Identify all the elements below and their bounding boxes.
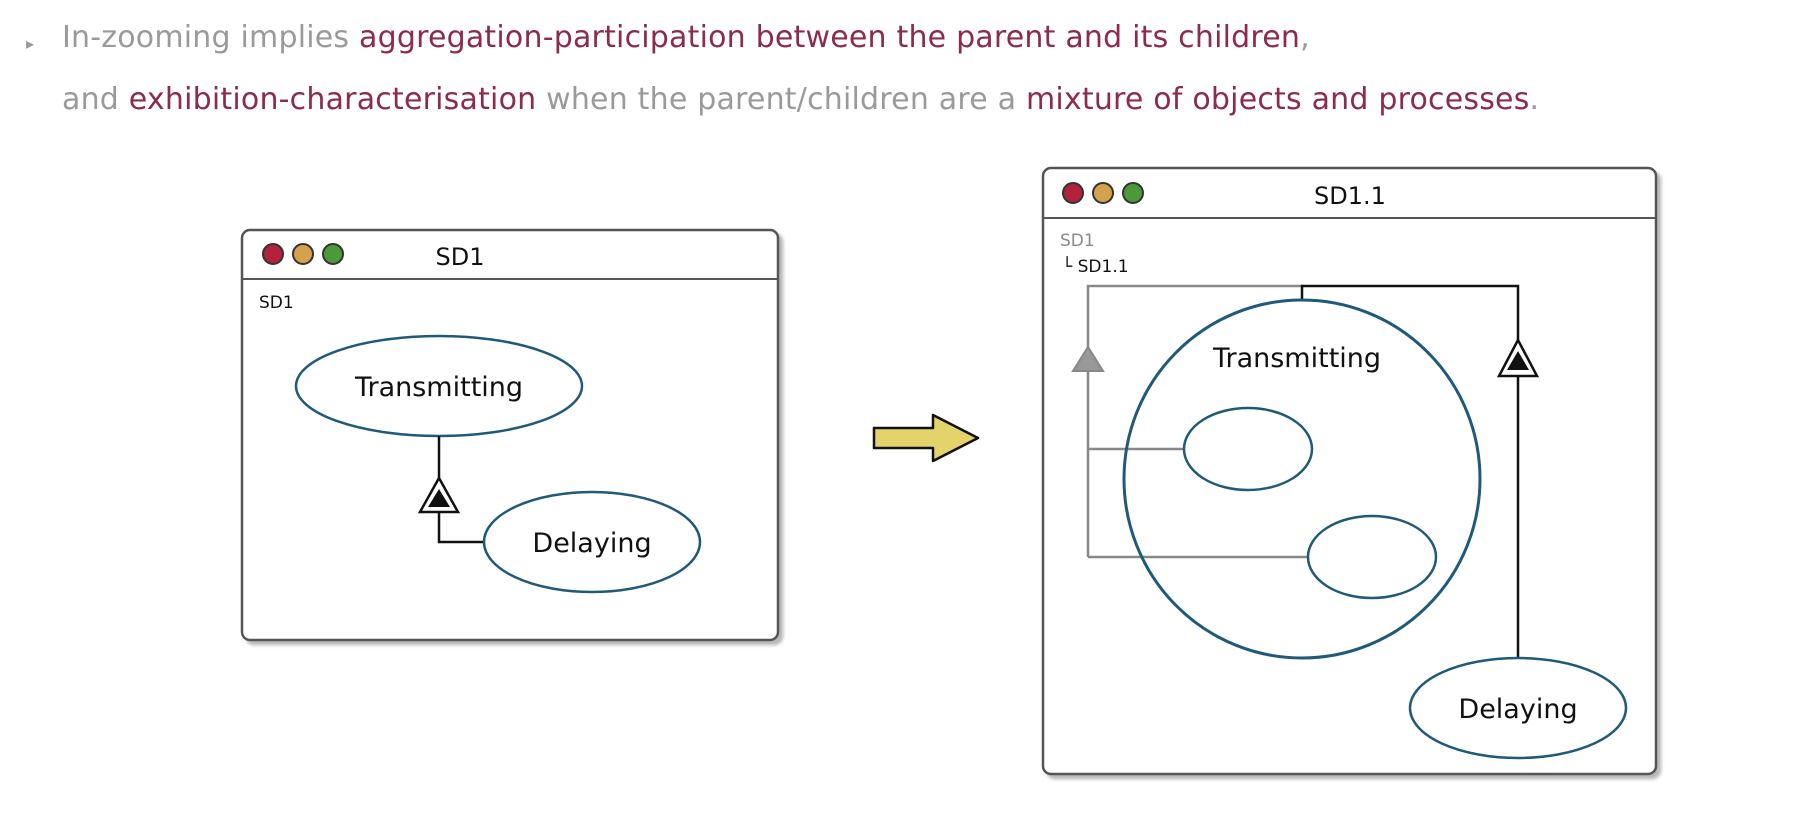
sd1-1-minimize-dot-icon <box>1092 182 1114 204</box>
sd1-1-process-delaying <box>1408 656 1628 760</box>
sd1-1-process-transmitting <box>1122 298 1482 660</box>
sd1-window-title: SD1 <box>436 243 485 271</box>
line1-part1: In-zooming implies <box>62 20 359 55</box>
sd1-close-dot-icon <box>262 243 284 265</box>
zoom-arrow-icon <box>872 413 980 463</box>
sd1-1-exhibition-link-top <box>1086 284 1302 352</box>
sd1-1-subprocess-1 <box>1182 406 1314 492</box>
sd1-1-close-dot-icon <box>1062 182 1084 204</box>
sd1-process-delaying <box>482 490 702 594</box>
line2-part3: . <box>1529 82 1540 117</box>
line2-highlight-2: mixture of objects and processes <box>1025 82 1530 117</box>
sd1-1-breadcrumb-child: └ SD1.1 <box>1062 256 1129 277</box>
sd1-1-process-transmitting-label: Transmitting <box>1212 343 1381 374</box>
line2-part2: when the parent/children are a <box>536 82 1026 117</box>
sd1-1-breadcrumb-parent: SD1 <box>1060 231 1095 251</box>
sd1-window-frame <box>240 228 780 642</box>
sd1-aggregation-triangle-inner-icon <box>428 489 450 507</box>
sd1-1-aggregation-triangle-inner-icon <box>1507 351 1529 370</box>
sd1-link-to-child <box>437 512 484 544</box>
statement-line-2: and exhibition-characterisation when the… <box>62 82 1539 117</box>
sd1-breadcrumb: SD1 <box>259 293 294 313</box>
bullet-marker: ▸ <box>26 34 35 53</box>
statement-line-1: In-zooming implies aggregation-participa… <box>62 20 1310 55</box>
sd1-1-subprocess-2 <box>1306 514 1438 600</box>
sd1-process-transmitting-label: Transmitting <box>354 372 523 403</box>
sd1-1-aggregation-link-top <box>1300 284 1520 340</box>
sd1-process-delaying-label: Delaying <box>532 528 651 559</box>
sd1-1-window: SD1.1 SD1 └ SD1.1 Transmitting Delaying <box>1041 166 1658 776</box>
line2-highlight-1: exhibition-characterisation <box>128 82 537 117</box>
line2-part1: and <box>62 82 129 117</box>
line1-highlight: aggregation-participation between the pa… <box>359 20 1301 55</box>
sd1-minimize-dot-icon <box>292 243 314 265</box>
sd1-1-maximize-dot-icon <box>1122 182 1144 204</box>
sd1-window: SD1 SD1 Transmitting Delaying <box>240 228 780 642</box>
sd1-1-process-delaying-label: Delaying <box>1458 694 1577 725</box>
sd1-maximize-dot-icon <box>322 243 344 265</box>
line1-part2: , <box>1300 20 1310 55</box>
sd1-1-window-title: SD1.1 <box>1314 182 1386 210</box>
